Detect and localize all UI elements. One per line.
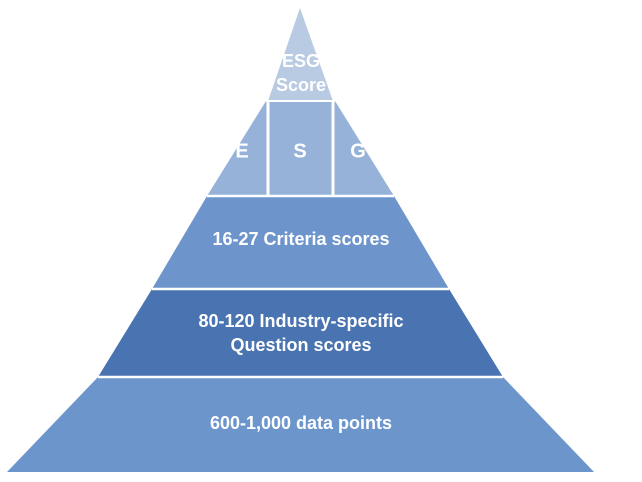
tier-question-scores-line1: 80-120 Industry-specific (198, 311, 403, 331)
tier-criteria-scores-label: 16-27 Criteria scores (212, 229, 389, 249)
tier-data-points (7, 377, 594, 472)
tier-criteria-scores (152, 196, 449, 289)
tier-esg-pillars (207, 101, 394, 196)
tier-question-scores (98, 289, 503, 377)
pillar-s-label: S (293, 140, 306, 162)
tier-esg-score (268, 8, 333, 101)
tier-question-scores-line2: Question scores (230, 335, 371, 355)
pillar-e-label: E (235, 140, 248, 162)
tier-esg-score-line2: Score (276, 75, 326, 95)
tier-data-points-label: 600-1,000 data points (210, 413, 392, 433)
pillar-g-label: G (350, 140, 366, 162)
tier-esg-score-line1: ESG (282, 51, 320, 71)
